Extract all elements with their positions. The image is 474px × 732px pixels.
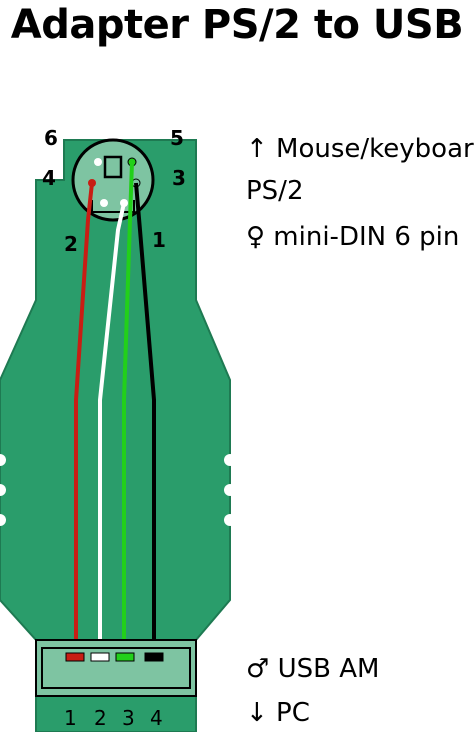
wire-red <box>74 182 94 645</box>
grip-notch-left-1 <box>0 454 6 466</box>
ps2-pin-2 <box>100 199 108 207</box>
usb-pin-2 <box>90 652 110 662</box>
usb-label-2: 2 <box>94 706 107 730</box>
grip-notch-right-3 <box>224 514 236 526</box>
usb-pin-4 <box>144 652 164 662</box>
mini-din-key <box>103 155 123 179</box>
usb-pin-1 <box>65 652 85 662</box>
grip-notch-right-1 <box>224 454 236 466</box>
ps2-type-label: PS/2 <box>246 176 304 206</box>
ps2-connector-label: ♀ mini-DIN 6 pin <box>246 222 460 252</box>
usb-label-1: 1 <box>64 706 77 730</box>
usb-label-4: 4 <box>150 706 163 730</box>
grip-notch-left-2 <box>0 484 6 496</box>
mini-din-connector <box>71 138 155 222</box>
usb-label-3: 3 <box>122 706 135 730</box>
ps2-device-label: ↑ Mouse/keyboard <box>246 134 474 164</box>
ps2-label-1: 1 <box>152 228 166 252</box>
diagram-title: Adapter PS/2 to USB <box>10 2 464 48</box>
usb-host-label: ↓ PC <box>246 698 310 728</box>
adapter-board <box>0 139 231 732</box>
ps2-label-6: 6 <box>44 126 58 150</box>
wire-black <box>134 182 156 645</box>
usb-pin-3 <box>115 652 135 662</box>
ps2-label-4: 4 <box>42 166 56 190</box>
mini-din-inner-frame <box>91 200 135 213</box>
wire-green <box>122 161 134 645</box>
grip-notch-right-2 <box>224 484 236 496</box>
wire-white <box>98 202 126 645</box>
ps2-label-5: 5 <box>170 126 184 150</box>
ps2-pin-6 <box>94 158 102 166</box>
ps2-label-3: 3 <box>172 166 186 190</box>
ps2-label-2: 2 <box>64 232 78 256</box>
usb-connector-label: ♂ USB AM <box>246 654 380 684</box>
grip-notch-left-3 <box>0 514 6 526</box>
